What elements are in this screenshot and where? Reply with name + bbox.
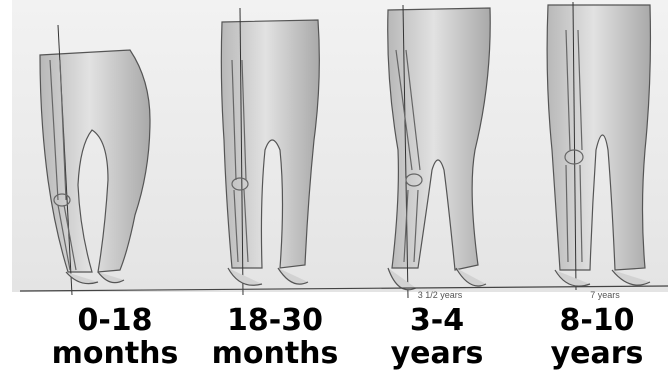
stage-range: 8-10: [522, 304, 672, 337]
stage-label-infant: 0-18 months: [40, 304, 190, 370]
stage-label-older-child: 8-10 years: [522, 304, 672, 370]
stage-range: 0-18: [40, 304, 190, 337]
stage-label-toddler: 18-30 months: [200, 304, 350, 370]
stage-unit: months: [200, 337, 350, 370]
stage-range: 18-30: [200, 304, 350, 337]
stage-unit: months: [40, 337, 190, 370]
stage-range: 3-4: [362, 304, 512, 337]
stage-unit: years: [362, 337, 512, 370]
leg-development-illustration: 3 1/2 years 7 years: [0, 0, 672, 300]
stage-unit: years: [522, 337, 672, 370]
caption-age-7: 7 years: [590, 290, 620, 300]
stage-label-child: 3-4 years: [362, 304, 512, 370]
caption-age-3-5: 3 1/2 years: [418, 290, 463, 300]
